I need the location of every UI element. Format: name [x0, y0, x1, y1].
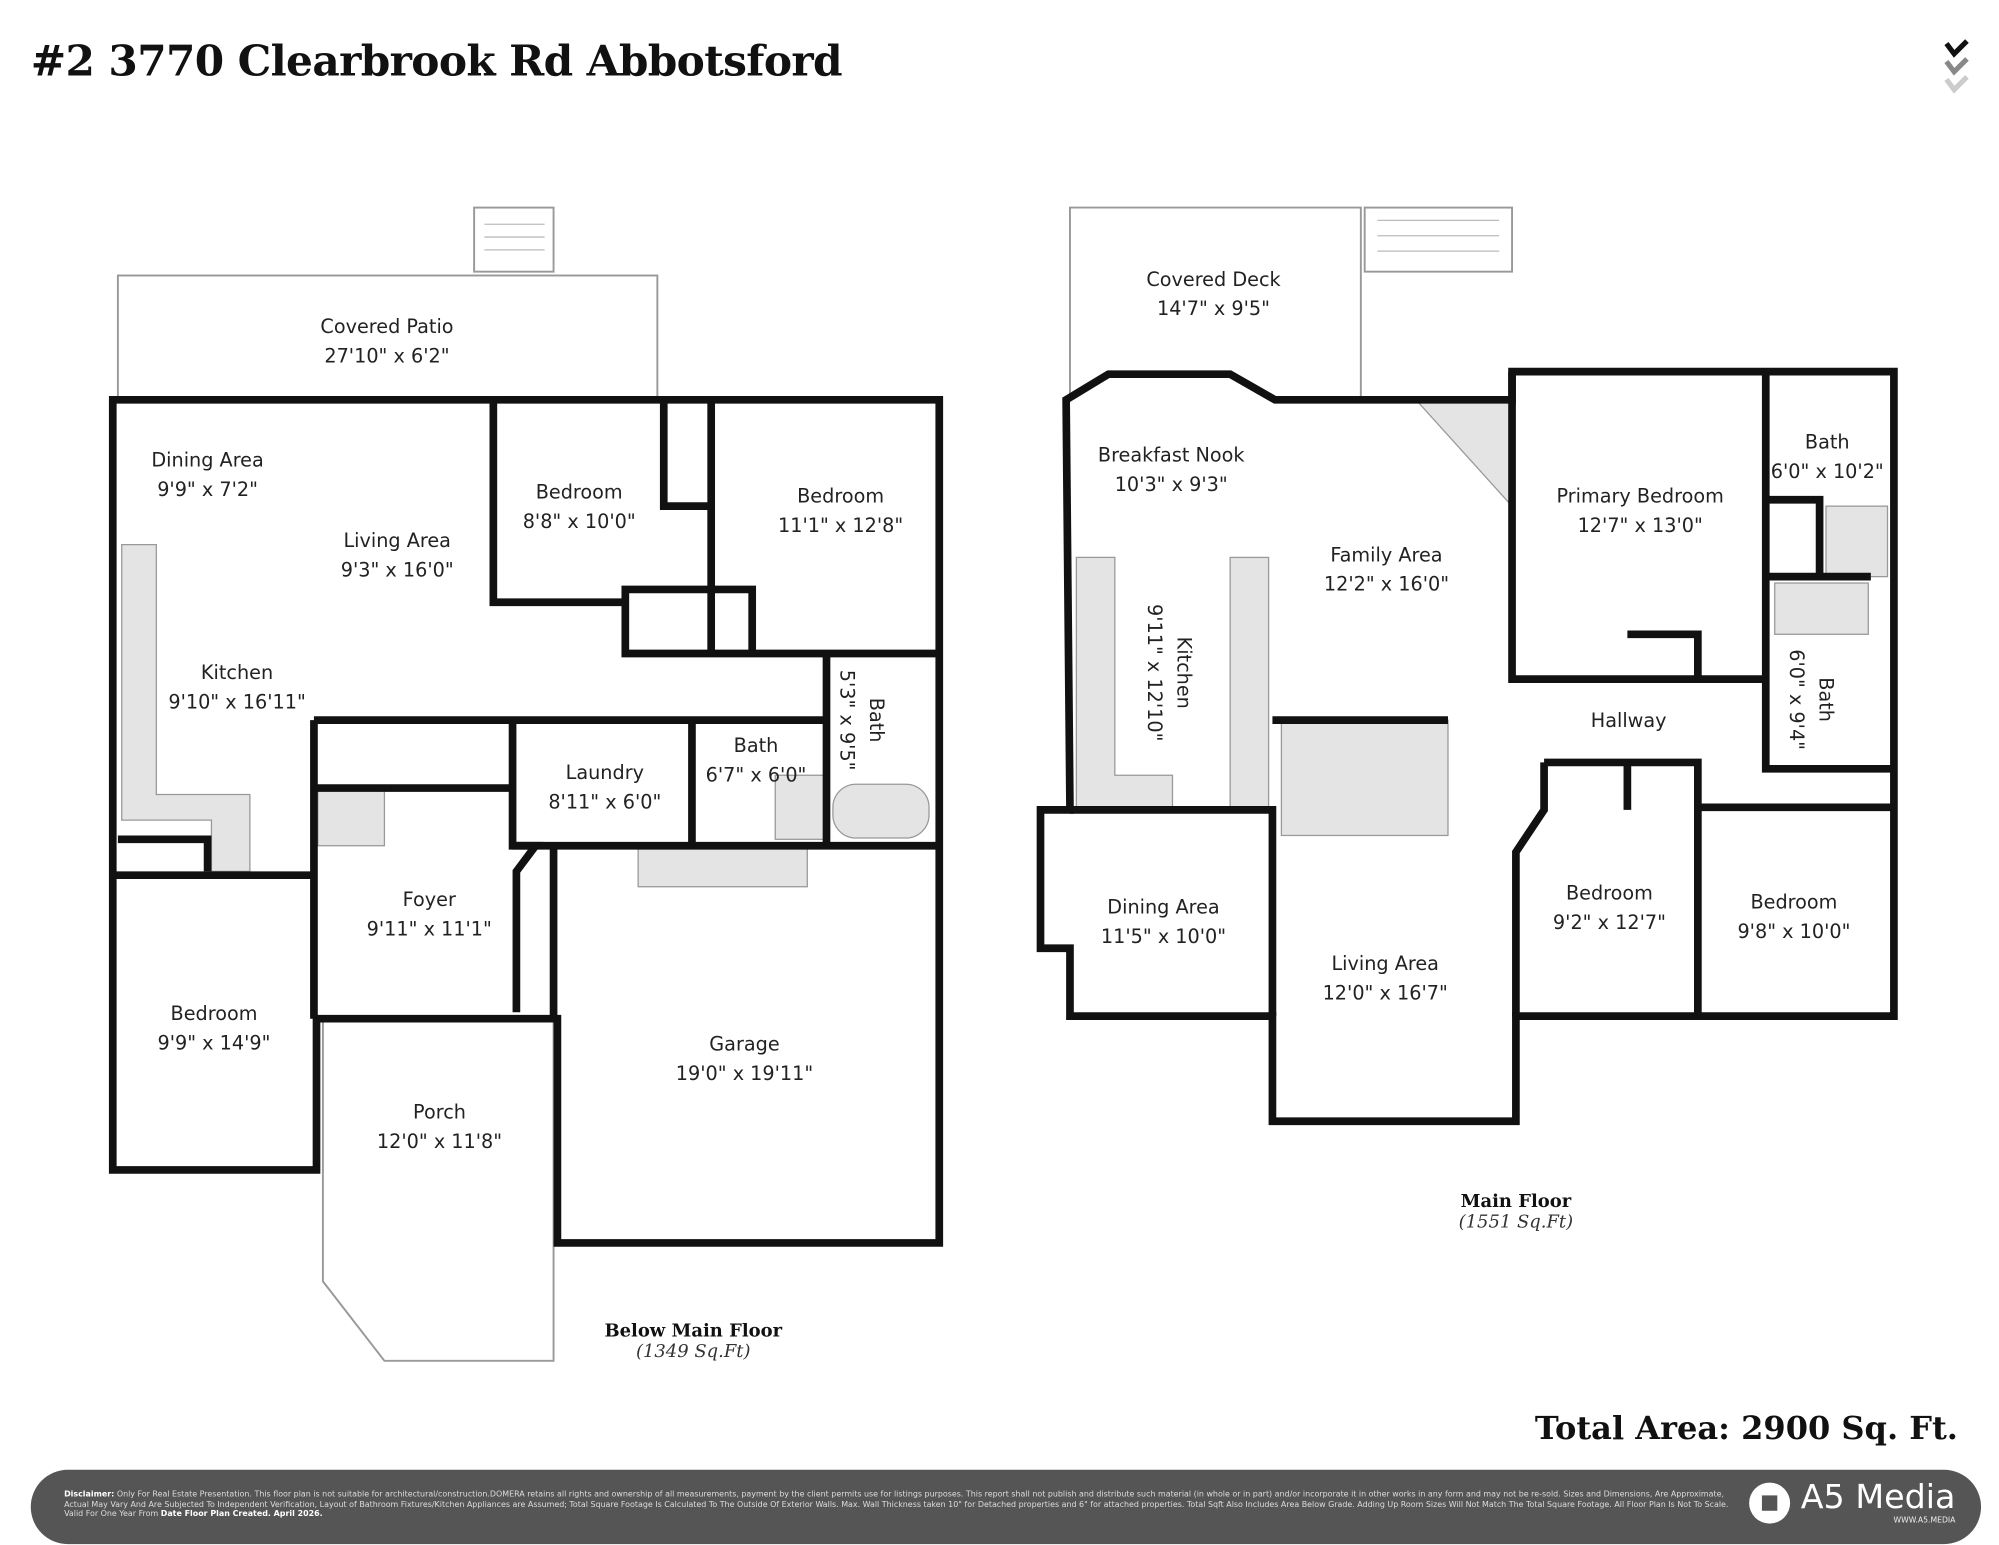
main-floor-label: Main Floor(1551 Sq.Ft): [1458, 1191, 1574, 1233]
footer-bar: Disclaimer: Only For Real Estate Present…: [30, 1469, 1982, 1545]
page-title: #2 3770 Clearbrook Rd Abbotsford: [30, 35, 843, 86]
disclaimer: Disclaimer: Only For Real Estate Present…: [64, 1490, 1729, 1519]
a5-media-logo-icon: [1749, 1481, 1791, 1523]
room-hallway: Hallway: [1590, 709, 1667, 733]
brand-name: A5 Media: [1800, 1478, 1956, 1518]
below-floor-label: Below Main Floor(1349 Sq.Ft): [604, 1321, 783, 1363]
brand-url: WWW.A5.MEDIA: [1893, 1515, 1956, 1525]
brand-chevron-icon: [1944, 39, 1969, 94]
floor-plan-drawing: [108, 206, 1898, 1362]
total-area: Total Area: 2900 Sq. Ft.: [1534, 1409, 1958, 1447]
